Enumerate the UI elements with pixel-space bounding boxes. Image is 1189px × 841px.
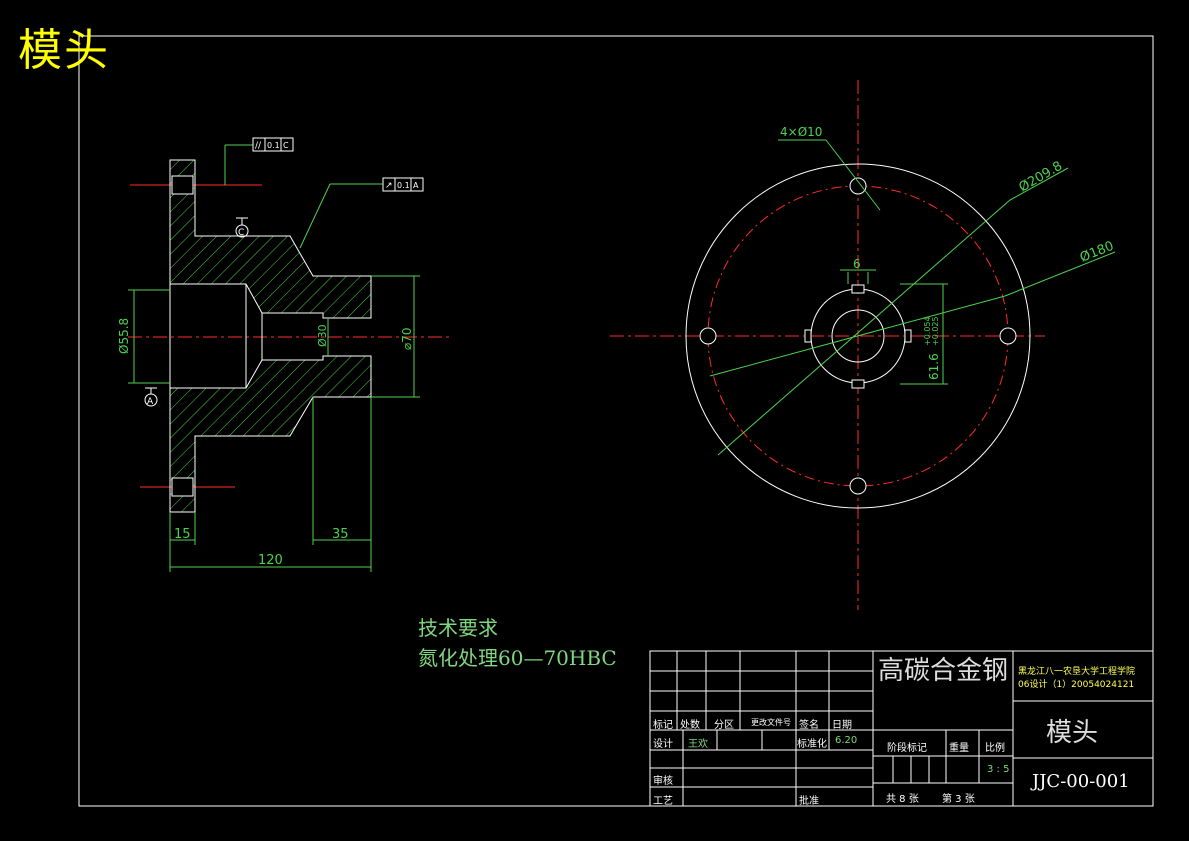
tb-sheets-total: 共 8 张	[886, 794, 919, 805]
dim-key-width-text: 6	[853, 257, 861, 271]
material-label: 高碳合金钢	[878, 656, 1009, 686]
dim-hub-text: 35	[332, 527, 349, 542]
dim-d180-text: Ø180	[1078, 239, 1116, 266]
dim-inner-text: Ø30	[316, 324, 329, 347]
tb-designer: 王欢	[688, 739, 708, 750]
tb-col-mark: 标记	[653, 720, 673, 731]
tb-std-date: 6.20	[835, 735, 858, 746]
datum-a: A	[144, 387, 158, 407]
tol-runout-symbol: ↗	[385, 181, 393, 191]
tb-row-design: 设计	[653, 739, 673, 750]
section-hatch-lower	[169, 355, 372, 513]
bolt-hole	[699, 327, 717, 345]
dim-d209-text: Ø209.8	[1017, 159, 1066, 196]
tech-requirements-line1: 氮化处理60—70HBC	[418, 646, 617, 670]
datum-c: C	[235, 217, 249, 238]
tol-parallel-symbol: //	[255, 141, 262, 151]
dim-bore-text: Ø55.8	[117, 318, 131, 354]
dim-key-depth-text: 61.6	[927, 353, 941, 380]
tb-col-zone: 分区	[714, 720, 734, 731]
tolerance-parallel: // 0.1 C	[252, 137, 294, 152]
tol-runout-datum: A	[413, 181, 419, 190]
outer-circle	[685, 163, 1031, 509]
bolt-hole	[999, 327, 1017, 345]
part-name: 模头	[1046, 718, 1099, 748]
tb-stage-mark: 阶段标记	[887, 743, 927, 754]
tb-row-process: 工艺	[653, 796, 673, 807]
bolt-hole	[849, 477, 867, 495]
front-section-view: // 0.1 C ↗ 0.1 A C A Ø55.8 Ø30	[117, 137, 450, 572]
tb-scale: 比例	[985, 743, 1005, 754]
tb-sheet-no: 第 3 张	[942, 794, 975, 805]
bolt-hole	[849, 177, 867, 195]
tb-col-docno: 更改文件号	[751, 718, 791, 727]
tech-requirements-title: 技术要求	[418, 616, 498, 640]
tb-row-review: 审核	[653, 776, 673, 787]
dim-outer-text: ⌀70	[400, 328, 414, 351]
tb-row-approve: 批准	[799, 796, 819, 807]
dim-flange-text: 15	[174, 527, 191, 542]
org-line2: 06设计（1）20054024121	[1018, 680, 1135, 690]
side-view: 4×Ø10 Ø209.8 Ø180 6 61.6 +0.025 +0.054	[610, 80, 1116, 610]
tol-parallel-datum: C	[283, 141, 289, 150]
tb-row-std: 标准化	[797, 739, 827, 750]
bore-circle	[831, 309, 885, 363]
tb-col-date: 日期	[832, 720, 852, 731]
tb-scale-value: 3 : 5	[987, 764, 1010, 775]
sheet-corner-title: 模头	[18, 25, 110, 76]
drawing-border	[78, 35, 1154, 807]
dim-key-tol-lower: +0.025	[931, 316, 940, 346]
tb-weight: 重量	[949, 743, 969, 754]
tb-col-count: 处数	[680, 720, 700, 731]
drawing-number: JJC-00-001	[1032, 771, 1130, 792]
datum-a-label: A	[147, 397, 154, 407]
dim-total-text: 120	[258, 553, 283, 568]
dim-key-tol-upper: +0.054	[923, 316, 932, 346]
dim-holes-text: 4×Ø10	[780, 125, 822, 139]
tb-col-sign: 签名	[799, 720, 819, 731]
tol-runout-value: 0.1	[397, 181, 410, 190]
tol-parallel-value: 0.1	[267, 141, 280, 150]
title-block	[649, 650, 1154, 807]
tolerance-runout: ↗ 0.1 A	[382, 177, 424, 192]
datum-c-label: C	[238, 228, 244, 238]
org-line1: 黑龙江八一农垦大学工程学院	[1018, 667, 1136, 677]
